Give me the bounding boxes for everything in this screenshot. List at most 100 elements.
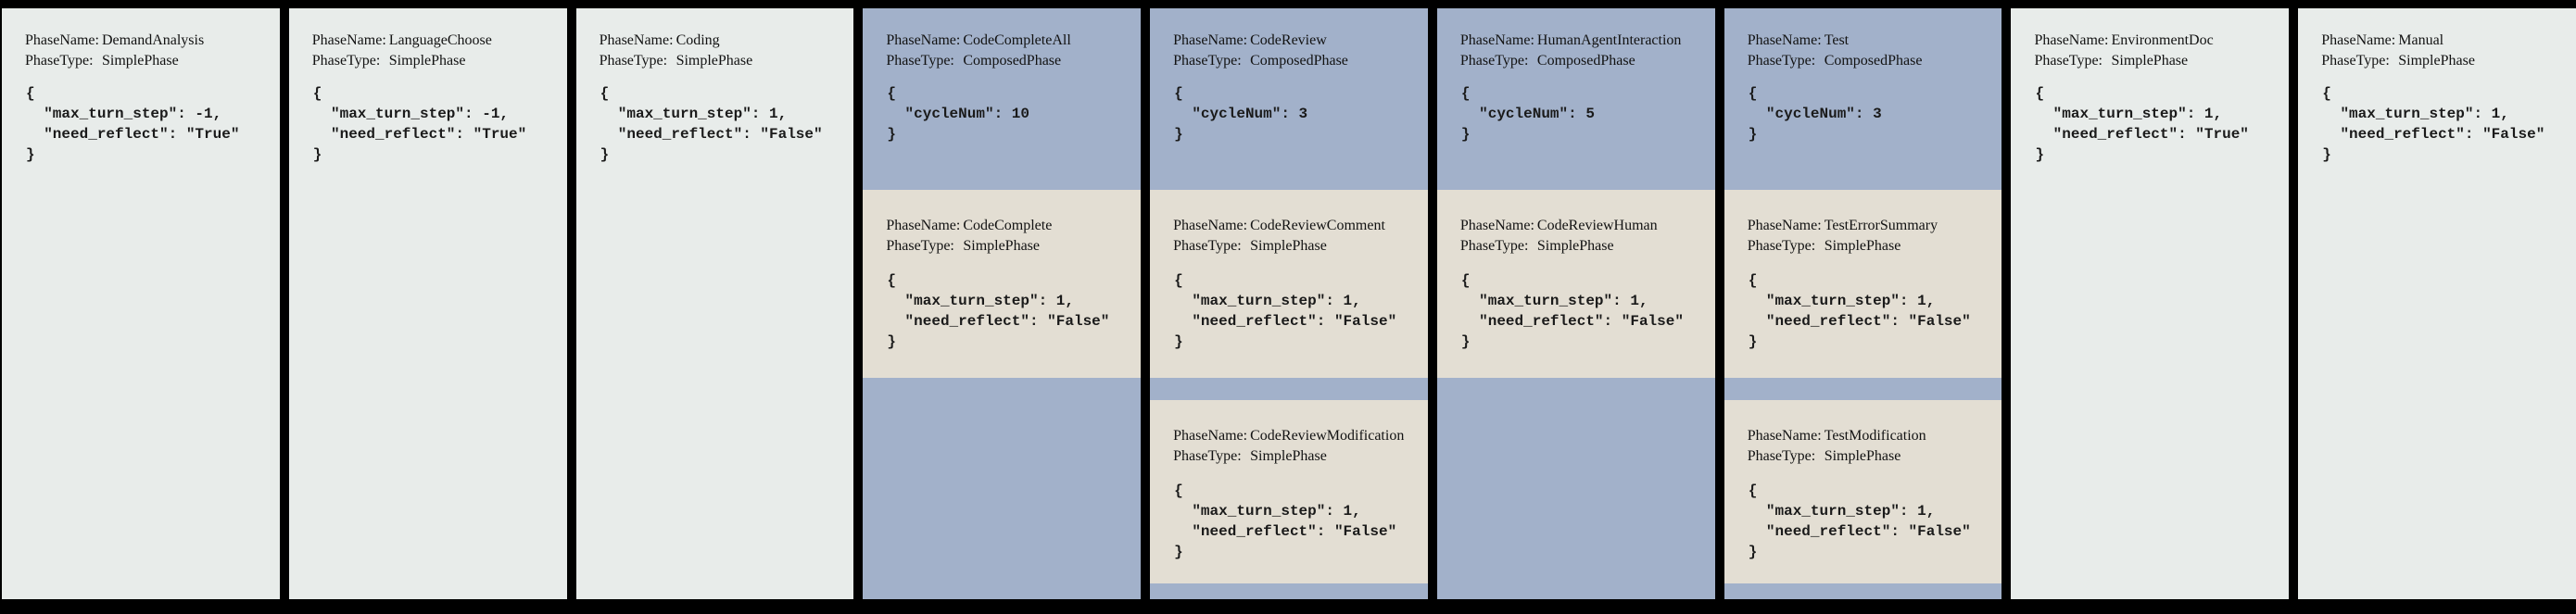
- phase-card-manual: PhaseName:Manual PhaseType:SimplePhase {…: [2298, 8, 2576, 599]
- phase-config-json: { "max_turn_step": 1, "need_reflect": "T…: [2035, 85, 2249, 163]
- phase-type-value: SimplePhase: [963, 238, 1041, 254]
- phase-name-label: PhaseName:: [1459, 218, 1534, 233]
- phase-header: PhaseName:CodeReviewHuman PhaseType: Simp…: [1437, 190, 1715, 257]
- phase-config-json: { "max_turn_step": 1, "need_reflect": "F…: [887, 272, 1110, 350]
- phase-type-value: ComposedPhase: [1250, 53, 1348, 69]
- phase-name-value: CodeReview: [1250, 32, 1327, 48]
- phase-header: PhaseName:EnvironmentDoc PhaseType: Simpl…: [2011, 8, 2289, 71]
- phase-header: PhaseName:LanguageChoose PhaseType: Simpl…: [289, 8, 567, 71]
- phase-type-line: PhaseType:SimplePhase: [1748, 236, 1995, 257]
- phase-type-line: PhaseType: SimplePhase: [2034, 51, 2281, 71]
- phase-type-value: SimplePhase: [1250, 238, 1327, 254]
- phase-type-label: PhaseType:: [1459, 53, 1529, 69]
- phase-type-value: ComposedPhase: [1824, 53, 1923, 69]
- phase-name-value: CodeReviewComment: [1250, 218, 1385, 233]
- phase-name-label: PhaseName:: [2321, 32, 2396, 48]
- phase-type-line: PhaseType:ComposedPhase: [886, 51, 1133, 71]
- phase-header: PhaseName:CodeCompleteAll PhaseType:Comp…: [863, 8, 1141, 71]
- phase-name-value: TestErrorSummary: [1824, 218, 1938, 233]
- phase-name-value: Manual: [2398, 32, 2444, 48]
- phase-name-line: PhaseName:CodeReviewHuman: [1460, 216, 1708, 236]
- phase-card-demand-analysis: PhaseName:DemandAnalysis PhaseType:Simpl…: [2, 8, 280, 599]
- phase-header: PhaseName:DemandAnalysis PhaseType:Simpl…: [2, 8, 280, 71]
- phase-type-label: PhaseType:: [2034, 53, 2102, 69]
- phase-name-value: Test: [1824, 32, 1850, 48]
- phase-header: PhaseName:HumanAgentInteraction PhaseTyp…: [1437, 8, 1715, 71]
- phase-config-json: { "cycleNum": 3 }: [1748, 85, 1882, 143]
- phase-name-line: PhaseName:HumanAgentInteraction: [1460, 31, 1708, 51]
- phase-config-json: { "cycleNum": 3 }: [1174, 85, 1308, 143]
- phase-config-json: { "max_turn_step": 1, "need_reflect": "F…: [1174, 272, 1397, 350]
- phase-name-line: PhaseName:CodeReviewModification: [1173, 426, 1421, 446]
- phase-type-value: SimplePhase: [1250, 448, 1327, 464]
- phase-card-language-choose: PhaseName:LanguageChoose PhaseType: Simpl…: [288, 8, 567, 599]
- phase-name-label: PhaseName:: [1747, 32, 1822, 48]
- phase-header: PhaseName:TestErrorSummary PhaseType:Sim…: [1724, 190, 2002, 257]
- phase-name-line: PhaseName:TestErrorSummary: [1748, 216, 1995, 236]
- phase-type-line: PhaseType: SimplePhase: [1173, 446, 1421, 467]
- phase-type-value: SimplePhase: [1824, 448, 1901, 464]
- phase-type-value: SimplePhase: [1536, 238, 1614, 254]
- phase-type-label: PhaseType:: [2321, 53, 2390, 69]
- phase-config-json: { "max_turn_step": -1, "need_reflect": "…: [312, 85, 527, 163]
- phase-type-label: PhaseType:: [1747, 53, 1816, 69]
- phase-type-value: SimplePhase: [2111, 53, 2189, 69]
- phase-config-json: { "max_turn_step": -1, "need_reflect": "…: [26, 85, 240, 163]
- phase-config-json: { "max_turn_step": 1, "need_reflect": "F…: [1748, 272, 1971, 350]
- phase-name-value: EnvironmentDoc: [2111, 32, 2214, 48]
- phase-name-label: PhaseName:: [311, 32, 386, 48]
- phase-config-json: { "cycleNum": 10 }: [887, 85, 1029, 143]
- phase-header: PhaseName:CodeComplete PhaseType:SimpleP…: [863, 190, 1141, 257]
- phase-type-value: ComposedPhase: [1536, 53, 1635, 69]
- phase-type-line: PhaseType: SimplePhase: [25, 51, 272, 71]
- phase-header: PhaseName:CodeReviewModification PhaseTy…: [1150, 400, 1428, 467]
- nested-phase-card-test-error-summary: PhaseName:TestErrorSummary PhaseType:Sim…: [1724, 190, 2002, 378]
- phase-type-value: SimplePhase: [388, 53, 466, 69]
- phase-name-label: PhaseName:: [1459, 32, 1534, 48]
- phase-config-json: { "max_turn_step": 1, "need_reflect": "F…: [600, 85, 823, 163]
- phase-type-label: PhaseType:: [1173, 448, 1242, 464]
- phase-name-value: CodeComplete: [963, 218, 1053, 233]
- phase-type-line: PhaseType:SimplePhase: [600, 51, 847, 71]
- phase-name-label: PhaseName:: [886, 32, 961, 48]
- phase-name-label: PhaseName:: [1747, 428, 1822, 444]
- phase-name-label: PhaseName:: [1173, 218, 1248, 233]
- phase-name-label: PhaseName:: [1747, 218, 1822, 233]
- phase-name-line: PhaseName:Manual: [2321, 31, 2569, 51]
- nested-phase-card-test-modification: PhaseName:TestModification PhaseType:Sim…: [1724, 400, 2002, 583]
- phase-type-label: PhaseType:: [1173, 238, 1242, 254]
- phase-type-value: SimplePhase: [102, 53, 179, 69]
- phase-name-line: PhaseName:TestModification: [1748, 426, 1995, 446]
- phase-name-value: CodeCompleteAll: [963, 32, 1071, 48]
- phase-type-label: PhaseType:: [1747, 238, 1816, 254]
- phase-config-json: { "cycleNum": 5 }: [1460, 85, 1595, 143]
- phase-name-label: PhaseName:: [1173, 428, 1248, 444]
- phase-type-label: PhaseType:: [25, 53, 94, 69]
- phase-name-value: LanguageChoose: [388, 32, 492, 48]
- phase-name-value: Coding: [676, 32, 720, 48]
- phase-type-line: PhaseType: ComposedPhase: [1173, 51, 1421, 71]
- nested-phase-card-code-review-human: PhaseName:CodeReviewHuman PhaseType: Simp…: [1436, 190, 1715, 378]
- phase-name-value: CodeReviewHuman: [1536, 218, 1658, 233]
- phase-name-line: PhaseName:CodeReview: [1173, 31, 1421, 51]
- phase-name-value: TestModification: [1824, 428, 1926, 444]
- phase-config-json: { "max_turn_step": 1, "need_reflect": "F…: [2322, 85, 2545, 163]
- phase-header: PhaseName:Coding PhaseType:SimplePhase: [576, 8, 854, 71]
- phase-type-line: PhaseType: SimplePhase: [312, 51, 560, 71]
- phase-name-line: PhaseName:EnvironmentDoc: [2034, 31, 2281, 51]
- phase-type-label: PhaseType:: [1459, 238, 1529, 254]
- phase-type-label: PhaseType:: [1173, 53, 1242, 69]
- phase-name-label: PhaseName:: [599, 32, 674, 48]
- phase-name-line: PhaseName:CodeCompleteAll: [886, 31, 1133, 51]
- phase-name-value: CodeReviewModification: [1250, 428, 1405, 444]
- phase-card-test: PhaseName:Test PhaseType:ComposedPhase {…: [1724, 8, 2002, 599]
- phase-name-line: PhaseName:LanguageChoose: [312, 31, 560, 51]
- phase-type-line: PhaseType:SimplePhase: [2321, 51, 2569, 71]
- phase-name-value: DemandAnalysis: [102, 32, 205, 48]
- phase-type-label: PhaseType:: [886, 238, 954, 254]
- phase-type-label: PhaseType:: [311, 53, 381, 69]
- phase-header: PhaseName:TestModification PhaseType:Sim…: [1724, 400, 2002, 467]
- phase-card-code-review: PhaseName:CodeReview PhaseType:ComposedP…: [1150, 8, 1428, 599]
- phase-card-coding: PhaseName:Coding PhaseType:SimplePhase {…: [575, 8, 854, 599]
- phase-name-label: PhaseName:: [1173, 32, 1248, 48]
